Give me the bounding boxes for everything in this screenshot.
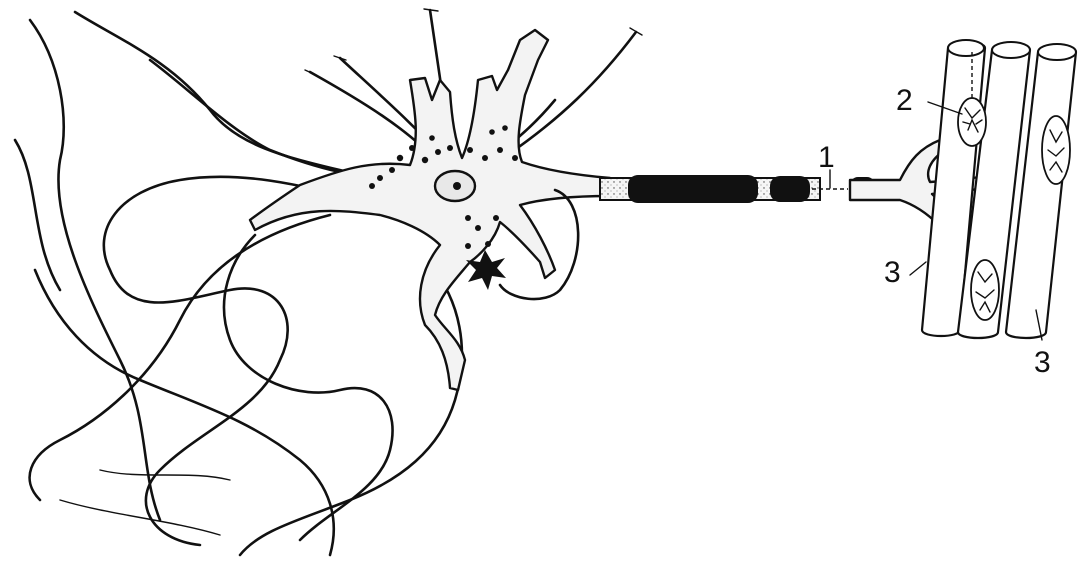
label-2: 2	[896, 84, 913, 117]
label-1: 1	[818, 141, 835, 174]
end-plate-right	[1042, 116, 1070, 184]
myelin-sheath-1	[628, 175, 758, 203]
neuron-cell-body	[250, 30, 610, 390]
label-3-right: 3	[1034, 346, 1051, 379]
label-3-left: 3	[884, 256, 901, 289]
end-plate-upper	[958, 98, 986, 146]
end-plate-lower	[971, 260, 999, 320]
nerve-fiber-loops	[15, 12, 462, 555]
myelin-sheath-2	[770, 176, 810, 202]
nucleolus	[453, 182, 461, 190]
